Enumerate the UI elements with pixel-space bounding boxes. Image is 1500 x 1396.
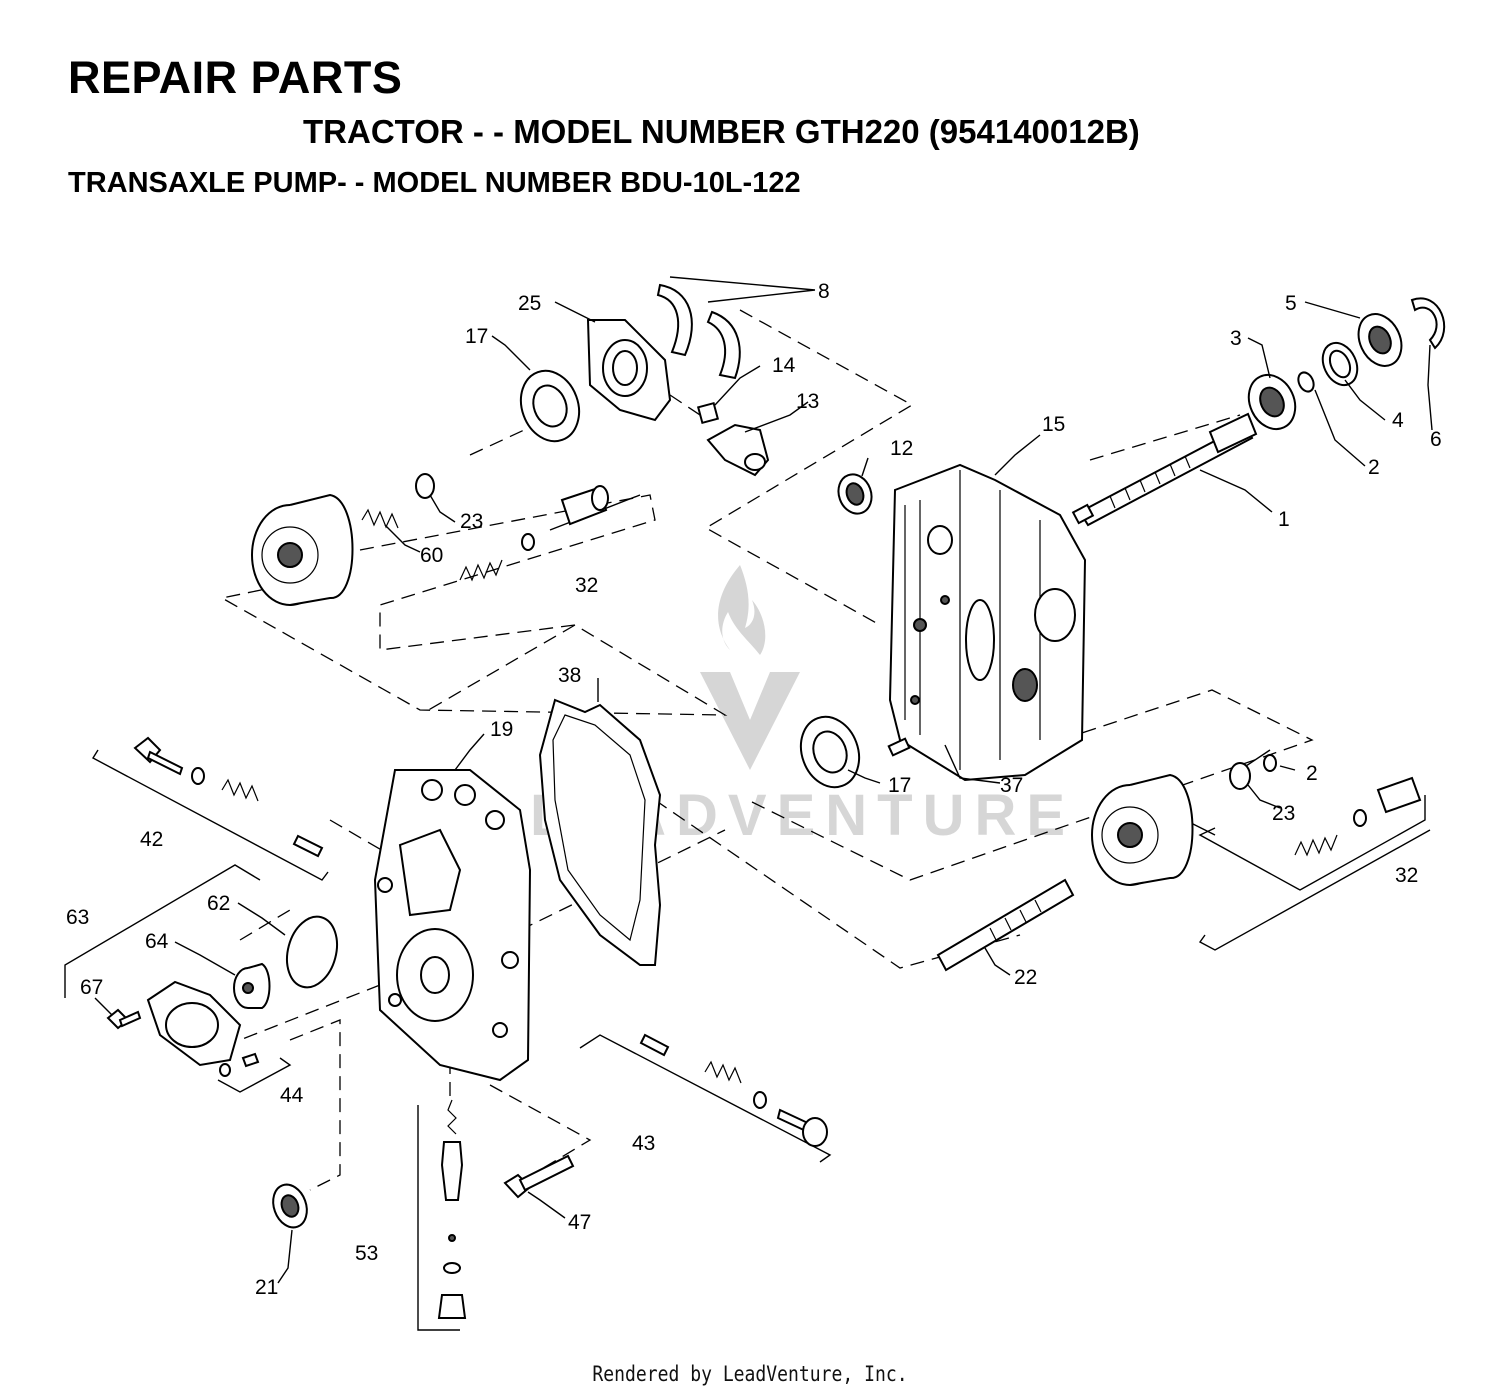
transaxle-pump-heading: TRANSAXLE PUMP- - MODEL NUMBER BDU-10L-1… bbox=[68, 167, 801, 199]
part-cylinder-block-left bbox=[251, 493, 354, 606]
part-dowel-37 bbox=[887, 737, 911, 757]
callout-14: 14 bbox=[772, 354, 796, 377]
part-spring-32-upper bbox=[459, 485, 609, 582]
callout-1: 1 bbox=[1278, 508, 1290, 531]
part-cylinder-block-right bbox=[1091, 773, 1194, 886]
part-housing-15 bbox=[888, 463, 1087, 782]
part-trunnion-arm-13 bbox=[706, 423, 770, 477]
callout-8: 8 bbox=[818, 280, 830, 303]
part-slot-block-14 bbox=[696, 401, 720, 425]
callout-53: 53 bbox=[355, 1242, 378, 1265]
callout-6: 6 bbox=[1430, 428, 1442, 451]
part-pump-shaft-22 bbox=[936, 878, 1075, 972]
part-washer-4 bbox=[1321, 341, 1359, 387]
callout-62: 62 bbox=[207, 892, 230, 915]
part-swashplate-25 bbox=[586, 319, 672, 422]
part-bearing-3 bbox=[1247, 373, 1297, 431]
callout-21: 21 bbox=[255, 1276, 278, 1299]
callout-22: 22 bbox=[1014, 966, 1037, 989]
part-charge-pump-cover bbox=[146, 980, 242, 1067]
callout-19: 19 bbox=[490, 718, 513, 741]
callout-37: 37 bbox=[1000, 774, 1023, 797]
callout-32-upper: 32 bbox=[575, 574, 598, 597]
callout-leaders bbox=[94, 276, 1433, 1284]
tractor-model-heading: TRACTOR - - MODEL NUMBER GTH220 (9541400… bbox=[303, 113, 1140, 150]
page-title: REPAIR PARTS bbox=[68, 52, 403, 103]
callout-25: 25 bbox=[518, 292, 541, 315]
part-bearing-5 bbox=[1357, 313, 1403, 367]
part-bearing-17-lower bbox=[799, 715, 861, 789]
callout-labels: 1 2 2 3 4 5 6 8 12 13 14 15 17 17 19 21 … bbox=[66, 280, 1442, 1299]
part-bypass-valve-53 bbox=[437, 1099, 467, 1319]
callout-23-lower: 23 bbox=[1272, 802, 1295, 825]
callout-44: 44 bbox=[280, 1084, 304, 1107]
part-seal-12 bbox=[837, 473, 873, 515]
callout-2-upper: 2 bbox=[1368, 456, 1380, 479]
callout-5: 5 bbox=[1285, 292, 1297, 315]
part-check-valve-42 bbox=[133, 736, 324, 858]
callout-67: 67 bbox=[80, 976, 103, 999]
watermark-flame-icon bbox=[718, 565, 766, 655]
part-washer-23-lower bbox=[1229, 754, 1277, 790]
part-check-valve-43 bbox=[639, 1033, 828, 1147]
callout-13: 13 bbox=[796, 390, 819, 413]
callout-4: 4 bbox=[1392, 409, 1404, 432]
part-oring-2 bbox=[1297, 371, 1315, 393]
callout-17-lower: 17 bbox=[888, 774, 911, 797]
callout-63: 63 bbox=[66, 906, 89, 929]
part-oring-62 bbox=[286, 915, 338, 989]
part-gasket-38 bbox=[538, 698, 662, 966]
callout-64: 64 bbox=[145, 930, 169, 953]
assembly-dashed-lines bbox=[220, 309, 1314, 1191]
callout-15: 15 bbox=[1042, 413, 1065, 436]
callout-60: 60 bbox=[420, 544, 443, 567]
part-washer-23-upper bbox=[415, 473, 435, 499]
part-bearing-17-upper bbox=[519, 369, 581, 443]
callout-2-lower: 2 bbox=[1306, 762, 1318, 785]
rendered-by-footer: Rendered by LeadVenture, Inc. bbox=[592, 1362, 908, 1386]
part-charge-pump-64 bbox=[233, 962, 271, 1009]
callout-12: 12 bbox=[890, 437, 913, 460]
callout-42: 42 bbox=[140, 828, 163, 851]
part-input-shaft bbox=[1071, 412, 1258, 527]
part-screw-67 bbox=[106, 1008, 142, 1030]
callout-3: 3 bbox=[1230, 327, 1242, 350]
bracket-lines bbox=[64, 494, 1431, 1331]
callout-38: 38 bbox=[558, 664, 581, 687]
callout-43: 43 bbox=[632, 1132, 655, 1155]
part-relief-44 bbox=[219, 1052, 260, 1077]
part-bolt-47 bbox=[503, 1154, 575, 1199]
watermark-v-icon bbox=[700, 672, 800, 770]
part-center-section-19 bbox=[373, 769, 532, 1082]
part-snap-ring-6 bbox=[1410, 297, 1446, 350]
callout-23-upper: 23 bbox=[460, 510, 483, 533]
callout-32-lower: 32 bbox=[1395, 864, 1418, 887]
callout-47: 47 bbox=[568, 1211, 591, 1234]
part-thrust-bearings-8 bbox=[656, 283, 741, 380]
part-spring-60 bbox=[361, 508, 399, 529]
callout-17-upper: 17 bbox=[465, 325, 488, 348]
part-seal-21 bbox=[272, 1183, 308, 1229]
part-spring-32-lower bbox=[1294, 776, 1422, 857]
